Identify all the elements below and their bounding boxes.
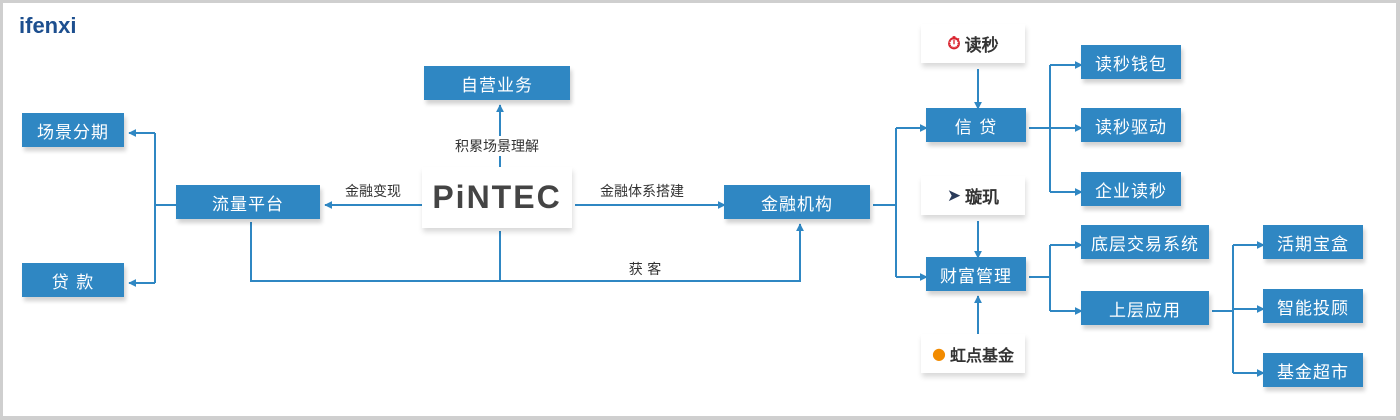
label-customer-acquisition: 获 客	[628, 262, 662, 278]
box-fund-market: 基金超市	[1263, 353, 1363, 387]
box-robo-advisor: 智能投顾	[1263, 289, 1363, 323]
box-scene-installment: 场景分期	[22, 113, 124, 147]
box-demand-deposit: 活期宝盒	[1263, 225, 1363, 259]
box-upper-apps: 上层应用	[1081, 291, 1209, 325]
hongdian-text: 虹点基金	[949, 345, 1014, 365]
label-monetization: 金融变现	[345, 184, 401, 200]
xuanji-text: 璇玑	[965, 188, 1000, 208]
ifenxi-logo: ifenxi	[19, 13, 77, 38]
stopwatch-icon: ⏱	[947, 33, 961, 54]
box-credit: 信 贷	[926, 108, 1026, 142]
box-self-operated: 自营业务	[424, 66, 570, 100]
box-dumiao-drive: 读秒驱动	[1081, 108, 1181, 142]
box-enterprise-dumiao: 企业读秒	[1081, 172, 1181, 206]
xuanji-logo: ➤璇玑	[921, 176, 1025, 215]
dumiao-text: 读秒	[964, 36, 999, 56]
dumiao-logo: ⏱读秒	[921, 24, 1025, 63]
box-wealth-management: 财富管理	[926, 257, 1026, 291]
box-financial-institution: 金融机构	[724, 185, 870, 219]
label-scene-understanding: 积累场景理解	[453, 136, 541, 156]
paper-plane-icon: ➤	[946, 185, 962, 206]
pintec-logo: PiNTEC	[422, 167, 572, 228]
connector-lines	[128, 61, 1265, 377]
label-system-building: 金融体系搭建	[600, 184, 684, 200]
box-trading-system: 底层交易系统	[1081, 225, 1209, 259]
box-loan: 贷 款	[22, 263, 124, 297]
hongdian-logo: ●虹点基金	[921, 334, 1025, 373]
flame-icon: ●	[932, 344, 946, 363]
box-traffic-platform: 流量平台	[176, 185, 320, 219]
box-dumiao-wallet: 读秒钱包	[1081, 45, 1181, 79]
